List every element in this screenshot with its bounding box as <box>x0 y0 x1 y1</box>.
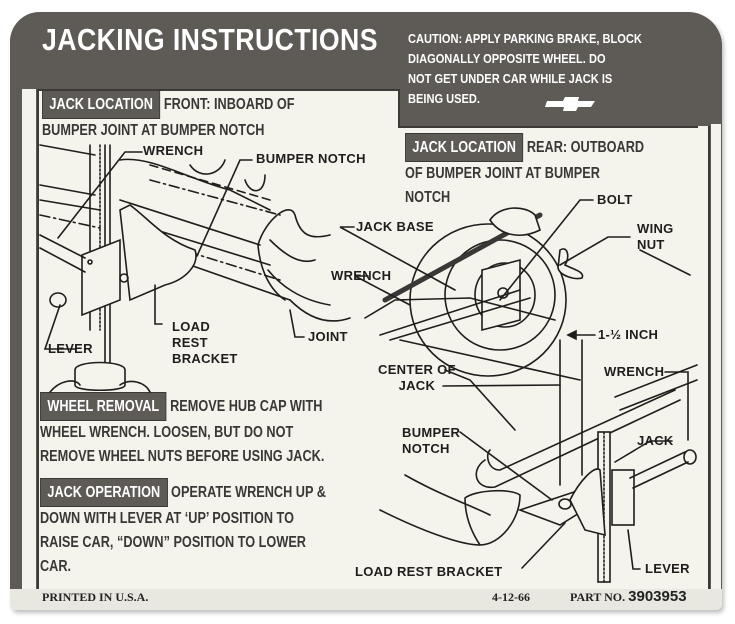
bumper-jack-leader-lines <box>442 369 689 570</box>
callout-line: LOAD <box>172 319 211 334</box>
callout-line: BUMPER <box>402 425 461 440</box>
section-text: FRONT: INBOARD OF <box>163 96 295 113</box>
section-text: OPERATE WRENCH UP & <box>171 484 326 501</box>
part-number: PART NO. 3903953 <box>570 588 687 605</box>
section-text: WHEEL WRENCH. LOOSEN, BUT DO NOT <box>40 424 294 441</box>
callout-bumper-wrench: WRENCH <box>604 364 665 379</box>
section-tag: JACK LOCATION <box>405 133 524 162</box>
jack-operation-section: JACK OPERATION OPERATE WRENCH UP & DOWN … <box>40 478 326 579</box>
callout-front-bumper-notch: BUMPER NOTCH <box>256 151 366 166</box>
divider-line <box>400 126 698 128</box>
chevrolet-bowtie-icon <box>545 97 595 111</box>
bumper-jack-drawing <box>379 329 698 583</box>
front-jack-location: JACK LOCATION FRONT: INBOARD OF BUMPER J… <box>42 90 294 143</box>
caution-line: NOT GET UNDER CAR WHILE JACK IS <box>408 71 613 86</box>
rear-jack-location: JACK LOCATION REAR: OUTBOARD OF BUMPER J… <box>405 133 644 210</box>
callout-bolt: BOLT <box>597 192 633 207</box>
section-text: REMOVE HUB CAP WITH <box>170 398 323 415</box>
callout-rear-wrench: WRENCH <box>331 268 392 283</box>
callout-center-of-jack: CENTER OF JACK <box>378 362 456 394</box>
callout-line: NOTCH <box>402 441 450 456</box>
callout-line: CENTER OF <box>378 362 456 377</box>
front-leader-lines <box>43 151 305 350</box>
callout-front-wrench: WRENCH <box>143 143 204 158</box>
section-text: OF BUMPER JOINT AT BUMPER <box>405 165 600 182</box>
rear-leader-lines <box>339 199 691 306</box>
footer-band <box>10 589 722 610</box>
callout-bumper-notch: BUMPER NOTCH <box>402 425 460 457</box>
callout-line: WING <box>637 221 674 236</box>
left-inner-margin <box>22 89 36 589</box>
callout-line: BRACKET <box>172 351 238 366</box>
caution-line: DIAGONALLY OPPOSITE WHEEL. DO <box>408 51 606 66</box>
printed-in-label: PRINTED IN U.S.A. <box>42 590 149 604</box>
caution-line: BEING USED. <box>408 91 481 106</box>
print-date: 4-12-66 <box>492 590 530 604</box>
section-tag: WHEEL REMOVAL <box>40 392 167 421</box>
callout-line: REST <box>172 335 208 350</box>
callout-lever: LEVER <box>645 561 690 576</box>
part-number-value: 3903953 <box>628 588 687 605</box>
section-text: REMOVE WHEEL NUTS BEFORE USING JACK. <box>40 448 325 465</box>
section-text: BUMPER JOINT AT BUMPER NOTCH <box>42 122 265 139</box>
front-bumper-drawing <box>39 144 351 393</box>
callout-joint: JOINT <box>308 329 348 344</box>
callout-wing-nut: WING NUT <box>637 221 674 253</box>
divider-line <box>398 89 400 128</box>
callout-jack-base: JACK BASE <box>356 219 434 234</box>
callout-jack: JACK <box>637 433 674 448</box>
page-title: JACKING INSTRUCTIONS <box>42 22 378 57</box>
callout-inch: 1-½ INCH <box>598 327 659 342</box>
part-number-label: PART NO. <box>570 590 626 604</box>
section-text: REAR: OUTBOARD <box>526 139 645 156</box>
rear-wheel-drawing <box>364 207 584 381</box>
callout-front-lever: LEVER <box>48 341 93 356</box>
wheel-removal-section: WHEEL REMOVAL REMOVE HUB CAP WITH WHEEL … <box>40 392 324 469</box>
section-text: DOWN WITH LEVER AT ‘UP’ POSITION TO <box>40 510 294 527</box>
section-text: CAR. <box>40 558 72 575</box>
section-text: RAISE CAR, “DOWN” POSITION TO LOWER <box>40 534 306 551</box>
callout-line: JACK <box>398 378 436 393</box>
callout-line: NUT <box>637 237 665 252</box>
caution-line: CAUTION: APPLY PARKING BRAKE, BLOCK <box>408 31 642 46</box>
section-tag: JACK LOCATION <box>42 90 161 119</box>
callout-front-load-rest-bracket: LOAD REST BRACKET <box>172 319 238 367</box>
right-inner-margin <box>711 124 721 590</box>
section-text: NOTCH <box>405 189 451 206</box>
caution-text: CAUTION: APPLY PARKING BRAKE, BLOCK DIAG… <box>408 29 685 109</box>
section-tag: JACK OPERATION <box>40 478 168 507</box>
header-band-extension <box>400 89 710 126</box>
callout-load-rest-bracket: LOAD REST BRACKET <box>355 564 503 579</box>
